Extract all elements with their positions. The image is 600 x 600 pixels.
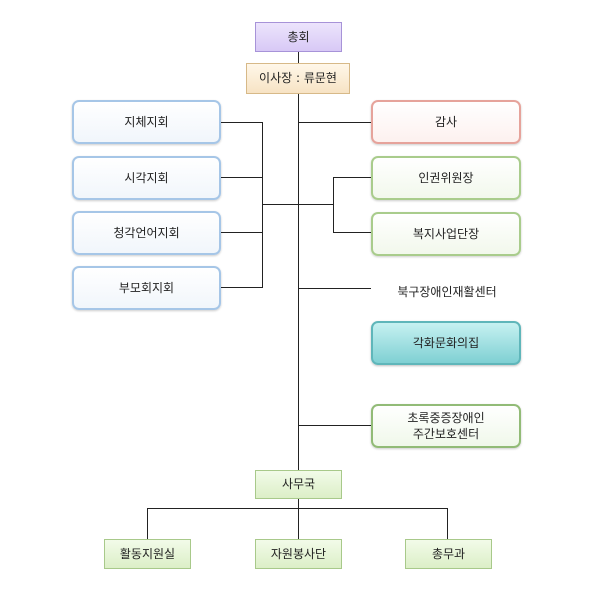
branch-box-visual: 시각지회 — [72, 156, 221, 200]
department-label: 총무과 — [431, 546, 466, 561]
branch-label: 청각언어지회 — [113, 225, 180, 240]
chairman-label: 이사장 : 류문현 — [259, 71, 337, 86]
chairman-box: 이사장 : 류문현 — [246, 63, 350, 94]
rehab-center-label: 북구장애인재활센터 — [397, 284, 497, 299]
welfare-team-label: 복지사업단장 — [412, 226, 480, 241]
daycare-center-box: 초록중증장애인 주간보호센터 — [371, 404, 521, 448]
secretariat-label: 사무국 — [281, 477, 316, 492]
branch-label: 시각지회 — [124, 170, 169, 185]
audit-label: 감사 — [434, 114, 458, 129]
daycare-label-line2: 주간보호센터 — [412, 427, 480, 441]
daycare-label-line1: 초록중증장애인 — [407, 410, 485, 425]
president-box: 총회 — [255, 22, 342, 52]
department-box-activity: 활동지원실 — [104, 539, 191, 569]
hr-committee-label: 인권위원장 — [418, 170, 474, 185]
department-box-volunteer: 자원봉사단 — [255, 539, 342, 569]
culture-house-box: 각화문화의집 — [371, 321, 521, 365]
president-label: 총회 — [287, 29, 310, 44]
secretariat-box: 사무국 — [255, 470, 342, 499]
branch-label: 부모회지회 — [118, 280, 175, 295]
welfare-team-box: 복지사업단장 — [371, 212, 521, 256]
branch-box-physical: 지체지회 — [72, 100, 221, 144]
branch-box-hearing: 청각언어지회 — [72, 211, 221, 255]
branch-label: 지체지회 — [124, 114, 169, 129]
branch-box-parents: 부모회지회 — [72, 266, 221, 310]
department-box-general: 총무과 — [405, 539, 492, 569]
audit-box: 감사 — [371, 100, 521, 144]
hr-committee-box: 인권위원장 — [371, 156, 521, 200]
culture-house-label: 각화문화의집 — [412, 335, 480, 350]
department-label: 자원봉사단 — [270, 546, 327, 561]
department-label: 활동지원실 — [119, 546, 176, 561]
